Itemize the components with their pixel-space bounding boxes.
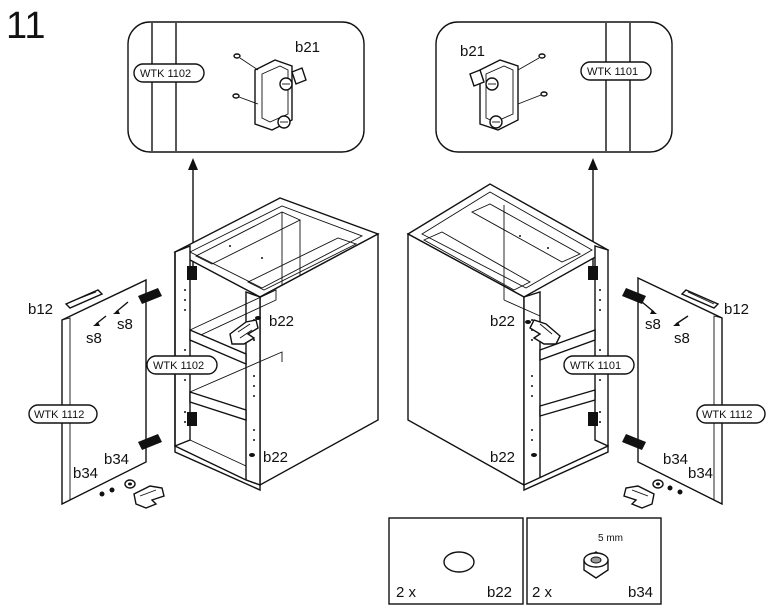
hinge-plate-icon xyxy=(469,59,519,131)
hand-icon xyxy=(133,485,165,509)
panel-tag xyxy=(28,404,98,424)
panel-tag xyxy=(146,355,218,375)
panel-label-left: WTK 1102 xyxy=(140,68,191,80)
panel-tag xyxy=(580,61,652,81)
panel-label-right: WTK 1101 xyxy=(587,66,638,78)
knob-icon xyxy=(583,551,609,579)
detail-callout-left: WTK 1102 b21 xyxy=(127,21,365,153)
door-left xyxy=(61,278,162,506)
part-label-b22: b22 xyxy=(269,313,294,330)
legend-note: 5 mm xyxy=(598,533,623,544)
handle-icon xyxy=(64,289,104,309)
handle-icon xyxy=(680,289,720,309)
screw-hole-icon xyxy=(538,53,546,59)
hand-icon xyxy=(229,319,259,345)
legend-qty: 2 x xyxy=(532,584,553,601)
step-number: 11 xyxy=(6,5,45,47)
legend-part: b22 xyxy=(487,584,512,601)
panel-label-right: WTK 1101 xyxy=(570,360,621,372)
hinge-icon xyxy=(138,434,162,450)
screw-hole-icon xyxy=(232,93,240,99)
part-label-b34: b34 xyxy=(73,465,98,482)
part-label-b22: b22 xyxy=(490,313,515,330)
part-label-b21: b21 xyxy=(460,43,485,60)
hand-icon xyxy=(623,485,655,509)
part-label-b21: b21 xyxy=(295,39,320,56)
screw-hole-icon xyxy=(540,91,548,97)
knob-icon xyxy=(652,479,664,489)
panel-tag xyxy=(133,63,205,83)
detail-callout-right: WTK 1101 b21 xyxy=(435,21,673,153)
cabinet-left xyxy=(173,197,380,492)
screw-icon xyxy=(641,301,657,314)
panel-label-left: WTK 1102 xyxy=(153,360,204,372)
hinge-icon xyxy=(622,288,646,304)
cap-icon xyxy=(443,551,475,573)
hinge-icon xyxy=(622,434,646,450)
part-label-s8: s8 xyxy=(645,316,661,333)
hinge-plate-icon xyxy=(588,266,598,280)
part-label-b34: b34 xyxy=(663,451,688,468)
hinge-plate-icon xyxy=(187,412,197,426)
hinge-icon xyxy=(138,288,162,304)
part-label-b22: b22 xyxy=(490,449,515,466)
part-label-b34: b34 xyxy=(104,451,129,468)
part-label-b12: b12 xyxy=(28,301,53,318)
part-label-b12: b12 xyxy=(724,301,749,318)
door-right xyxy=(622,276,723,506)
hinge-plate-icon xyxy=(588,412,598,426)
hinge-plate-icon xyxy=(254,59,307,131)
panel-label-door: WTK 1112 xyxy=(702,409,752,421)
legend-qty: 2 x xyxy=(396,584,417,601)
legend-box-b22: 2 x b22 xyxy=(388,517,524,605)
hand-icon xyxy=(529,319,561,345)
panel-label-door: WTK 1112 xyxy=(34,409,84,421)
screw-icon xyxy=(673,315,689,326)
cabinet-right xyxy=(406,183,610,492)
panel-tag xyxy=(696,404,766,424)
legend-box-b34: 5 mm 2 x b34 xyxy=(526,517,662,605)
part-label-s8: s8 xyxy=(86,330,102,347)
screw-hole-icon xyxy=(233,53,241,59)
part-label-s8: s8 xyxy=(117,316,133,333)
part-label-b34: b34 xyxy=(688,465,713,482)
knob-icon xyxy=(124,479,136,489)
part-label-s8: s8 xyxy=(674,330,690,347)
panel-tag xyxy=(563,355,635,375)
part-label-b22: b22 xyxy=(263,449,288,466)
screw-icon xyxy=(113,301,129,314)
screw-icon xyxy=(93,315,107,326)
hinge-plate-icon xyxy=(187,266,197,280)
legend-part: b34 xyxy=(628,584,653,601)
